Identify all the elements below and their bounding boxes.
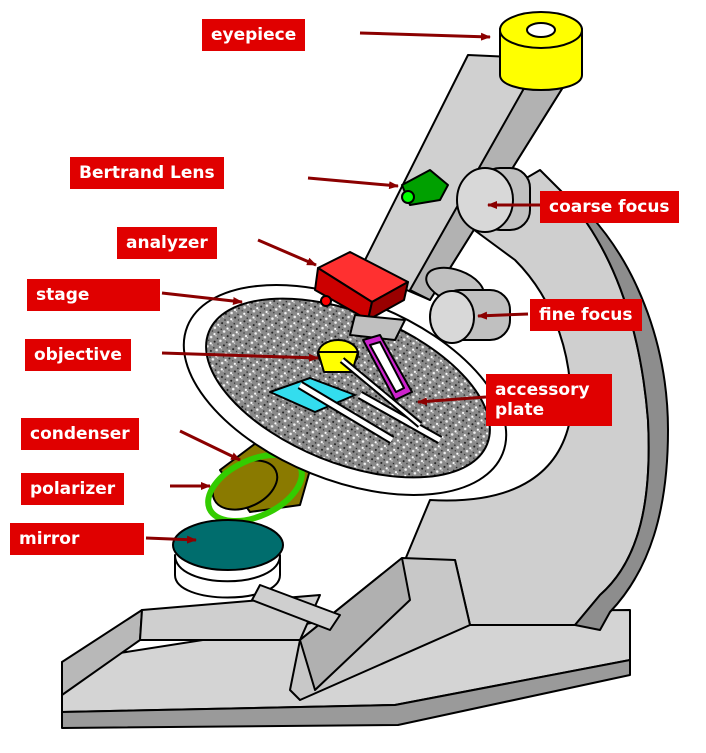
analyzer-arrow (258, 240, 316, 265)
label-accessory-plate: accessory plate (486, 374, 612, 426)
label-objective: objective (25, 339, 131, 371)
label-coarse-focus: coarse focus (540, 191, 679, 223)
label-analyzer: analyzer (117, 227, 217, 259)
eyepiece-arrow (360, 33, 490, 37)
coarse-focus-knob (457, 168, 530, 232)
mirror-arrow (146, 538, 196, 540)
label-bertrand-lens: Bertrand Lens (70, 157, 224, 189)
label-stage: stage (27, 279, 160, 311)
label-fine-focus: fine focus (530, 299, 642, 331)
fine-focus-arrow (478, 314, 528, 316)
label-condenser: condenser (21, 418, 139, 450)
label-polarizer: polarizer (21, 473, 124, 505)
label-mirror: mirror (10, 523, 144, 555)
eyepiece (500, 12, 582, 90)
label-eyepiece: eyepiece (202, 19, 305, 51)
bertrand-lens-arrow (308, 178, 398, 186)
condenser-arrow (180, 431, 240, 460)
